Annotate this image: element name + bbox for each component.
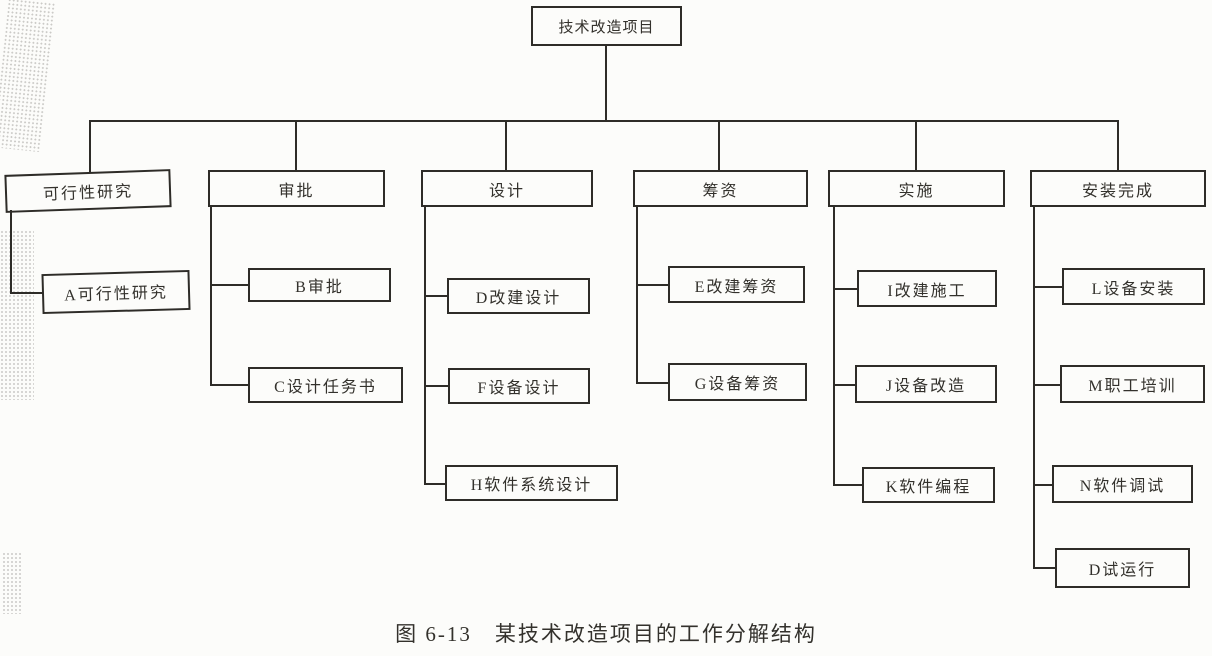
connector-branch xyxy=(210,207,212,385)
node-e-rebuild-financing: E改建筹资 xyxy=(668,266,805,303)
connector-stub xyxy=(636,284,668,286)
node-label: H软件系统设计 xyxy=(470,477,593,494)
node-l-equipment-installation: L设备安装 xyxy=(1062,268,1205,305)
node-g-equipment-financing: G设备筹资 xyxy=(668,363,807,401)
scan-artifact xyxy=(2,552,22,614)
connector-span xyxy=(89,120,1118,122)
connector-stub xyxy=(833,384,855,386)
connector-stub xyxy=(424,295,447,297)
node-root-project: 技术改造项目 xyxy=(531,6,682,46)
node-label: N软件调试 xyxy=(1079,478,1166,495)
scan-artifact xyxy=(0,0,56,153)
node-d-rebuild-design: D改建设计 xyxy=(447,278,590,314)
node-label: D试运行 xyxy=(1088,562,1157,579)
connector-stub xyxy=(210,284,248,286)
node-j-equipment-renovation: J设备改造 xyxy=(855,365,997,403)
node-h-software-system-design: H软件系统设计 xyxy=(445,465,618,501)
node-a-feasibility-study: A可行性研究 xyxy=(41,269,191,315)
node-label: B审批 xyxy=(295,279,344,296)
node-label: J设备改造 xyxy=(885,378,967,395)
connector-stub xyxy=(424,483,445,485)
node-label: D改建设计 xyxy=(475,290,562,307)
node-label: 设计 xyxy=(488,182,525,200)
connector-stub xyxy=(210,384,248,386)
node-label: M职工培训 xyxy=(1088,378,1177,395)
connector-drop xyxy=(1117,120,1119,171)
node-label: 筹资 xyxy=(702,182,739,200)
node-label: F设备设计 xyxy=(477,380,561,397)
node-label: 审批 xyxy=(278,182,315,200)
node-label: I改建施工 xyxy=(887,282,967,300)
connector-branch xyxy=(10,210,12,293)
connector-stub xyxy=(1033,484,1052,486)
connector-stub xyxy=(1033,286,1062,288)
connector-branch xyxy=(1033,207,1035,568)
node-label: L设备安装 xyxy=(1091,280,1176,298)
connector-root-drop xyxy=(605,46,607,120)
node-k-software-programming: K软件编程 xyxy=(862,467,995,503)
node-b-approval: B审批 xyxy=(248,268,391,302)
node-implementation: 实施 xyxy=(828,170,1005,207)
node-label: 可行性研究 xyxy=(42,183,134,204)
node-m-staff-training: M职工培训 xyxy=(1060,365,1205,403)
connector-drop xyxy=(718,120,720,171)
connector-branch xyxy=(636,207,638,383)
connector-branch xyxy=(424,207,426,484)
node-d-trial-run: D试运行 xyxy=(1055,548,1190,588)
connector-stub xyxy=(636,382,668,384)
scan-artifact xyxy=(0,230,34,400)
node-installation-complete: 安装完成 xyxy=(1030,170,1206,207)
connector-stub xyxy=(833,484,862,486)
connector-stub xyxy=(10,292,43,294)
figure-caption: 图 6-13 某技术改造项目的工作分解结构 xyxy=(395,622,817,646)
node-design: 设计 xyxy=(421,170,593,207)
node-label: C设计任务书 xyxy=(274,379,377,396)
connector-drop xyxy=(505,120,507,171)
node-approval: 审批 xyxy=(208,170,385,207)
node-label: G设备筹资 xyxy=(694,376,781,393)
connector-stub xyxy=(424,385,448,387)
connector-stub xyxy=(1033,567,1055,569)
connector-stub xyxy=(1033,384,1060,386)
node-label: A可行性研究 xyxy=(64,284,169,305)
node-label: 技术改造项目 xyxy=(558,19,655,36)
node-label: E改建筹资 xyxy=(694,278,779,296)
node-n-software-debugging: N软件调试 xyxy=(1052,465,1193,503)
connector-drop xyxy=(295,120,297,171)
node-financing: 筹资 xyxy=(633,170,808,207)
node-f-equipment-design: F设备设计 xyxy=(448,368,590,404)
connector-branch xyxy=(833,207,835,485)
node-i-rebuild-construction: I改建施工 xyxy=(857,270,997,307)
node-label: K软件编程 xyxy=(885,479,972,496)
node-label: 实施 xyxy=(898,182,935,200)
node-c-design-task-book: C设计任务书 xyxy=(248,367,403,403)
connector-stub xyxy=(833,288,857,290)
connector-drop xyxy=(89,120,91,173)
connector-drop xyxy=(915,120,917,171)
node-label: 安装完成 xyxy=(1081,182,1154,200)
node-feasibility-study: 可行性研究 xyxy=(4,169,172,213)
